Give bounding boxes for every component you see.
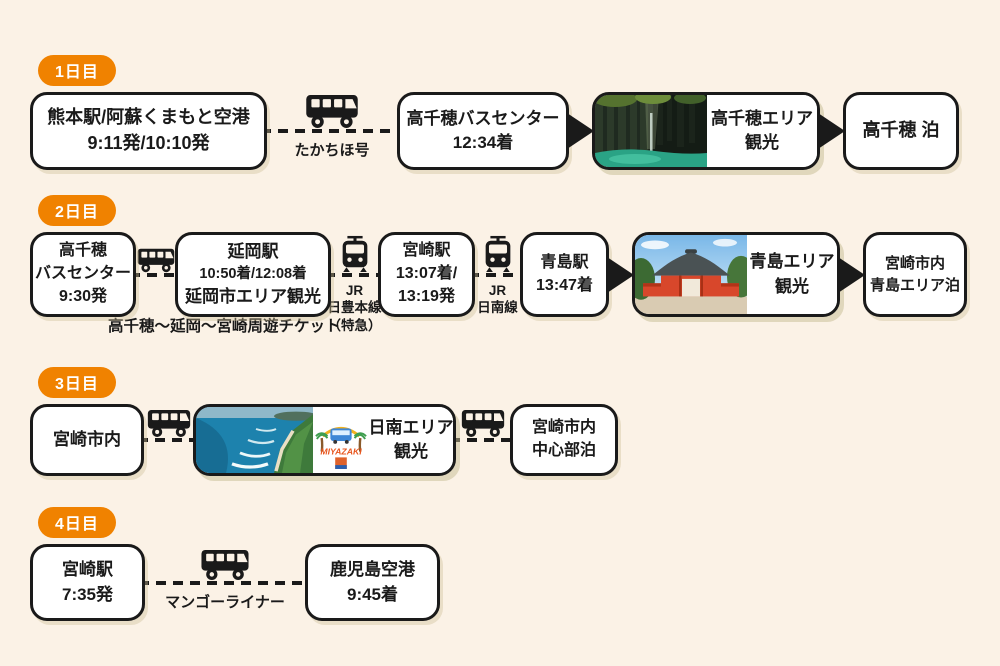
activity-label: 日南エリア 観光 — [368, 407, 453, 473]
dashed-route-line — [130, 272, 181, 277]
stop-aoshima-station: 青島駅 13:47着 — [520, 232, 609, 317]
activity-nichinan-area: MIYAZAKI 日南エリア 観光 — [193, 404, 456, 476]
activity-label: 青島エリア 観光 — [747, 235, 837, 314]
day-2-row: 高千穂 バスセンター 9:30発 — [30, 232, 967, 333]
leg-bus-takachiho-go: たかちほ号 — [261, 92, 403, 170]
leg-bus-to-nichinan — [138, 404, 199, 476]
nichinan-coast-photo — [196, 407, 313, 473]
logo-text: MIYAZAKI — [320, 446, 362, 456]
miyazaki-bus-logo: MIYAZAKI — [312, 407, 369, 473]
right-arrow-icon — [607, 256, 634, 293]
leg-label: JR 日豊本線 （特急） — [327, 282, 382, 333]
stop-kumamoto-station-airport: 熊本駅/阿蘇くまもと空港 9:11発/10:10発 — [30, 92, 267, 170]
leg-bus-mango-liner: マンゴーライナー — [139, 544, 311, 621]
ticket-note: 高千穂～延岡～宮崎周遊チケット — [108, 318, 341, 335]
stop-takachiho-bus-center: 高千穂 バスセンター 9:30発 — [30, 232, 136, 317]
leg-label: マンゴーライナー — [165, 593, 285, 611]
leg-bus-to-nobeoka — [130, 232, 181, 317]
activity-takachiho-area: 高千穂エリア 観光 — [592, 92, 820, 170]
right-arrow-icon — [818, 113, 845, 149]
leg-jr-nichinan-line: JR 日南線 — [469, 232, 526, 317]
stop-time: 12:34着 — [452, 133, 514, 152]
leg-jr-nippo-line: JR 日豊本線 （特急） — [325, 232, 384, 333]
stop-name: 熊本駅/阿蘇くまもと空港 — [47, 107, 250, 128]
day-1-section: 1日目 熊本駅/阿蘇くまもと空港 9:11発/10:10発 — [30, 55, 959, 170]
day-3-row: 宮崎市内 — [30, 404, 618, 476]
leg-label: たかちほ号 — [294, 142, 370, 159]
stop-takachiho-bus-center: 高千穂バスセンター 12:34着 — [397, 92, 569, 170]
stop-name: 高千穂バスセンター — [406, 108, 560, 128]
dashed-route-line — [325, 272, 384, 277]
leg-label: JR 日南線 — [477, 282, 518, 316]
bus-icon — [305, 94, 359, 129]
day-4-section: 4日目 宮崎駅 7:35発 — [30, 507, 440, 621]
stop-kagoshima-airport: 鹿児島空港 9:45着 — [305, 544, 440, 621]
bus-icon — [137, 248, 175, 273]
right-arrow-icon — [838, 256, 865, 293]
day-3-badge: 3日目 — [38, 367, 116, 398]
day-2-badge: 2日目 — [38, 195, 116, 226]
stay-takachiho: 高千穂 泊 — [843, 92, 959, 170]
stop-time: 9:11発/10:10発 — [87, 133, 210, 153]
bus-icon — [200, 549, 250, 581]
stay-miyazaki-central: 宮崎市内 中心部泊 — [510, 404, 618, 476]
day-4-row: 宮崎駅 7:35発 マンゴーライナー — [30, 544, 440, 621]
right-arrow-icon — [567, 113, 594, 149]
leg-bus-return — [450, 404, 516, 476]
activity-label: 高千穂エリア 観光 — [707, 95, 817, 167]
dashed-route-line — [138, 438, 199, 442]
train-icon — [483, 235, 513, 273]
takachiho-gorge-photo — [595, 95, 707, 167]
stop-miyazaki-station: 宮崎駅 7:35発 — [30, 544, 145, 621]
day-4-badge: 4日目 — [38, 507, 116, 538]
stop-nobeoka-station: 延岡駅 10:50着/12:08着 延岡市エリア観光 — [175, 232, 331, 317]
dashed-route-line — [261, 129, 403, 133]
stop-miyazaki-station: 宮崎駅 13:07着/ 13:19発 — [378, 232, 475, 317]
stay-miyazaki-aoshima: 宮崎市内 青島エリア泊 — [863, 232, 967, 317]
stop-miyazaki-city: 宮崎市内 — [30, 404, 144, 476]
day-3-section: 3日目 宮崎市内 — [30, 367, 618, 476]
bus-icon — [147, 409, 191, 438]
dashed-route-line — [469, 272, 526, 277]
day-2-section: 2日目 高千穂 バスセンター 9:30発 — [30, 195, 967, 335]
aoshima-shrine-photo — [635, 235, 747, 314]
dashed-route-line — [139, 580, 311, 585]
bus-icon — [461, 409, 505, 438]
activity-aoshima-area: 青島エリア 観光 — [632, 232, 840, 317]
day-1-badge: 1日目 — [38, 55, 116, 86]
train-icon — [340, 235, 370, 273]
day-1-row: 熊本駅/阿蘇くまもと空港 9:11発/10:10発 たかちほ — [30, 92, 959, 170]
dashed-route-line — [450, 438, 516, 442]
